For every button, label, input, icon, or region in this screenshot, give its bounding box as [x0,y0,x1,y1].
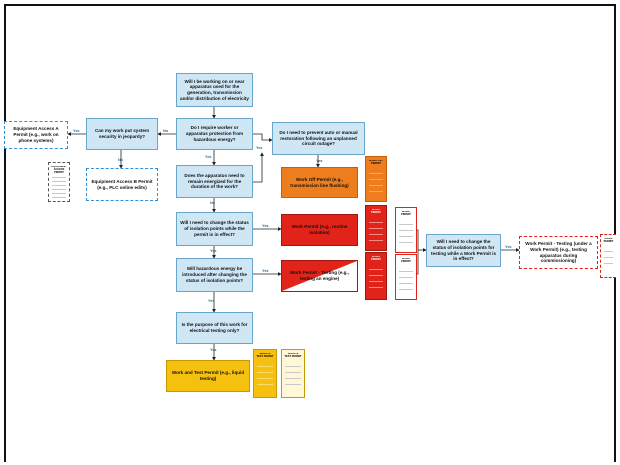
edge-label-yes-3: Yes [256,146,263,150]
edge-label-yes-1: Yes [73,129,80,133]
node-equipment-permit-a: Equipment Access A Permit (e.g., work on… [4,121,68,149]
node-work-permit-testing: Work Permit - Testing (under a Work Perm… [519,236,598,269]
edge-label-yes-2: Yes [205,155,212,159]
node-work-permit-red: Work Permit (e.g., routine isolation) [281,214,358,246]
permit-document-outline: WORK PERMIT [395,207,417,253]
node-q-energized: Does the apparatus need to remain energi… [176,165,253,198]
permit-document-orange: WORK OFF PERMIT [365,156,387,202]
node-work-off-permit: Work Off Permit (e.g., transmission line… [281,167,358,198]
node-q-hazardous-reintro: Will hazardous energy be introduced afte… [176,258,253,292]
permit-document-gray: EQUIPMENT ACCESS PERMIT [48,162,70,202]
permit-document-red: WORK PERMIT [365,205,387,251]
node-q-testing-only: Is the purpose of this work for electric… [176,312,253,344]
node-q-generation: Will I be working on or near apparatus u… [176,73,253,107]
node-q-auto: Do I need to prevent auto or manual rest… [272,122,365,155]
edge-label-yes-9: Yes [210,348,217,352]
edge-label-yes-4: Yes [316,159,323,163]
node-equipment-permit-b: Equipment Access B Permit (e.g., PLC onl… [86,168,158,201]
node-work-test-permit: Work and Test Permit (e.g., liquid testi… [166,360,250,392]
edge-label-yes-5: Yes [262,224,269,228]
edge-label-no-2: No [118,158,124,162]
node-work-permit-split: Work Permit - Testing (e.g., testing an … [281,260,358,292]
node-q-require-permit: Do I require worker or apparatus protect… [176,118,253,150]
edge-label-yes-7: Yes [262,269,269,273]
edge-label-yes-10: Yes [505,245,512,249]
edge-label-no-3: No [210,201,216,205]
permit-document-right: WORK PERMIT [600,234,616,278]
node-q-change-testing: Will I need to change the status of isol… [426,234,501,267]
edge-label-no-1: No [163,129,169,133]
permit-document-yellow: WORK & TEST PERMIT [253,349,277,398]
edge-label-yes-6: Yes [210,249,217,253]
node-q-change-isolation: Will I need to change the status of isol… [176,212,253,246]
node-q-jeopardy: Can my work put system security in jeopa… [86,118,158,150]
permit-document-red-2: WORK PERMIT [365,252,387,300]
edge-label-yes-8: Yes [208,299,215,303]
permit-document-outline-2: WORK PERMIT [395,254,417,300]
permit-document-yellow-2: WORK & TEST PERMIT [281,349,305,398]
